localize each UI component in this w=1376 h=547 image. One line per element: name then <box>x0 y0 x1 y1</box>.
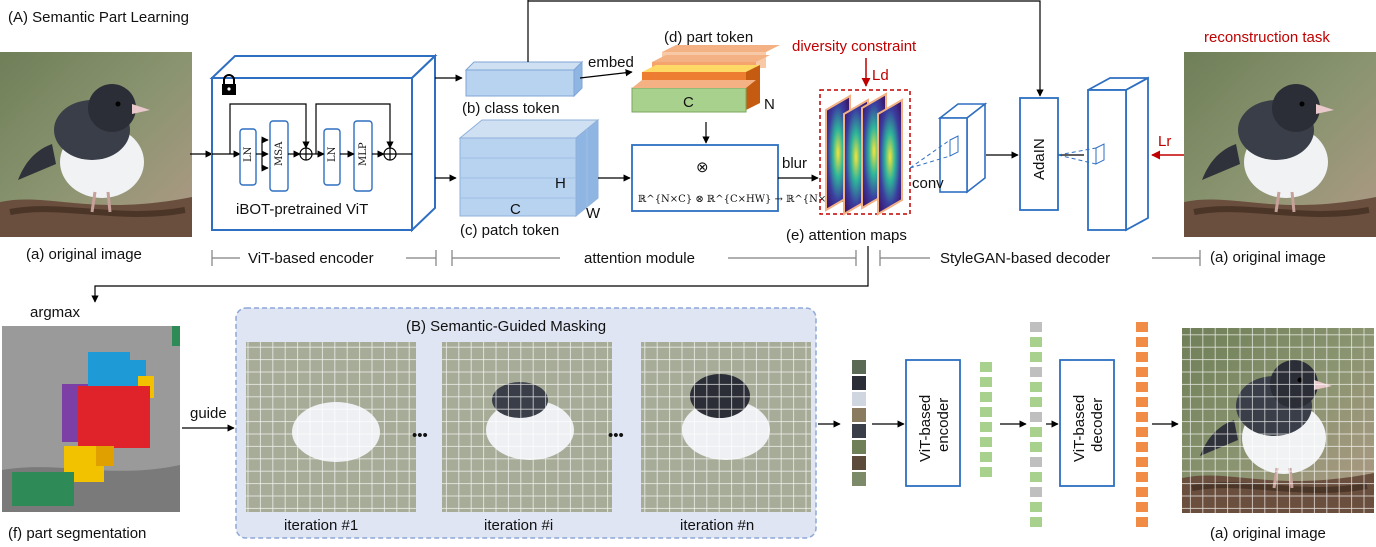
conv-label: conv <box>912 175 944 192</box>
vit-decoder-label-1: ViT-based <box>1071 395 1088 462</box>
patch-dim-c: C <box>510 201 521 218</box>
embed-label: embed <box>588 54 634 71</box>
stage-vit-encoder: ViT-based encoder <box>248 250 374 267</box>
full-token-sequence-column <box>1030 322 1042 527</box>
part-dim-n: N <box>764 96 775 113</box>
ln-label-2: LN <box>327 146 338 162</box>
reconstructed-image-caption: (a) original image <box>1210 525 1326 542</box>
attention-formula: ℝ^{N×C} ⊗ ℝ^{C×HW} → ℝ^{N×HW} <box>638 194 852 205</box>
ln-block-1 <box>239 128 257 186</box>
ln-label-1: LN <box>243 146 254 162</box>
iteration-label-n: iteration #n <box>680 517 754 534</box>
blur-label: blur <box>782 155 807 172</box>
vit-encoder-box-bottom <box>905 359 961 487</box>
stylegan-decoder-block <box>1057 76 1149 232</box>
diversity-constraint-label: diversity constraint <box>792 38 917 55</box>
masked-image-iteration-n <box>641 342 811 512</box>
msa-block <box>269 120 289 192</box>
original-image-left <box>0 52 192 237</box>
patch-token-label: (c) patch token <box>460 222 559 239</box>
masked-image-iteration-1 <box>246 342 416 512</box>
masking-title: (B) Semantic-Guided Masking <box>406 318 606 335</box>
class-token-label: (b) class token <box>462 100 560 117</box>
reconstruction-task-label: reconstruction task <box>1204 29 1330 46</box>
part-segmentation-caption: (f) part segmentation <box>8 525 146 542</box>
ellipsis-2: ••• <box>608 427 624 444</box>
patch-dim-h: H <box>555 175 566 192</box>
stage-attention-module: attention module <box>584 250 695 267</box>
mlp-label: MLP <box>358 142 369 166</box>
adain-label: AdaIN <box>1031 138 1048 180</box>
stage-stylegan-decoder: StyleGAN-based decoder <box>940 250 1110 267</box>
reconstructed-image <box>1182 328 1374 513</box>
patch-token <box>458 118 600 218</box>
patch-dim-w: W <box>586 205 601 222</box>
part-segmentation-image <box>2 326 180 512</box>
original-image-left-caption: (a) original image <box>26 246 142 263</box>
vit-encoder-label-1: ViT-based <box>917 395 934 462</box>
stage-bracket <box>211 250 1201 266</box>
section-a-title: (A) Semantic Part Learning <box>8 9 189 26</box>
conv-block <box>909 102 988 194</box>
vit-decoder-box-bottom <box>1059 359 1115 487</box>
encoder-internals: LN MSA LN MLP <box>212 103 412 192</box>
otimes-symbol: ⊗ <box>696 159 709 176</box>
class-token <box>464 60 584 98</box>
iteration-label-1: iteration #1 <box>284 517 358 534</box>
visible-patches-column <box>852 360 866 486</box>
decoded-tokens-column <box>1136 322 1148 527</box>
ld-label: Ld <box>872 67 889 84</box>
attention-maps <box>825 92 903 216</box>
vit-decoder-label-2: decoder <box>1089 398 1106 452</box>
part-dim-c: C <box>683 94 694 111</box>
iteration-label-i: iteration #i <box>484 517 553 534</box>
original-image-right-caption: (a) original image <box>1210 249 1326 266</box>
attention-maps-frame <box>819 89 911 215</box>
encoder-name: iBOT-pretrained ViT <box>236 201 368 218</box>
part-token <box>631 45 780 113</box>
lock-icon <box>222 74 236 95</box>
msa-label: MSA <box>274 141 285 166</box>
part-token-label: (d) part token <box>664 29 753 46</box>
masked-image-iteration-i <box>442 342 612 512</box>
lr-label: Lr <box>1158 133 1171 150</box>
original-image-right <box>1184 52 1376 237</box>
adain-box <box>1019 97 1059 211</box>
ellipsis-1: ••• <box>412 427 428 444</box>
guide-label: guide <box>190 405 227 422</box>
argmax-label: argmax <box>30 304 81 321</box>
encoded-tokens-column <box>980 362 992 477</box>
vit-encoder-label-2: encoder <box>935 398 952 452</box>
attention-maps-label: (e) attention maps <box>786 227 907 244</box>
